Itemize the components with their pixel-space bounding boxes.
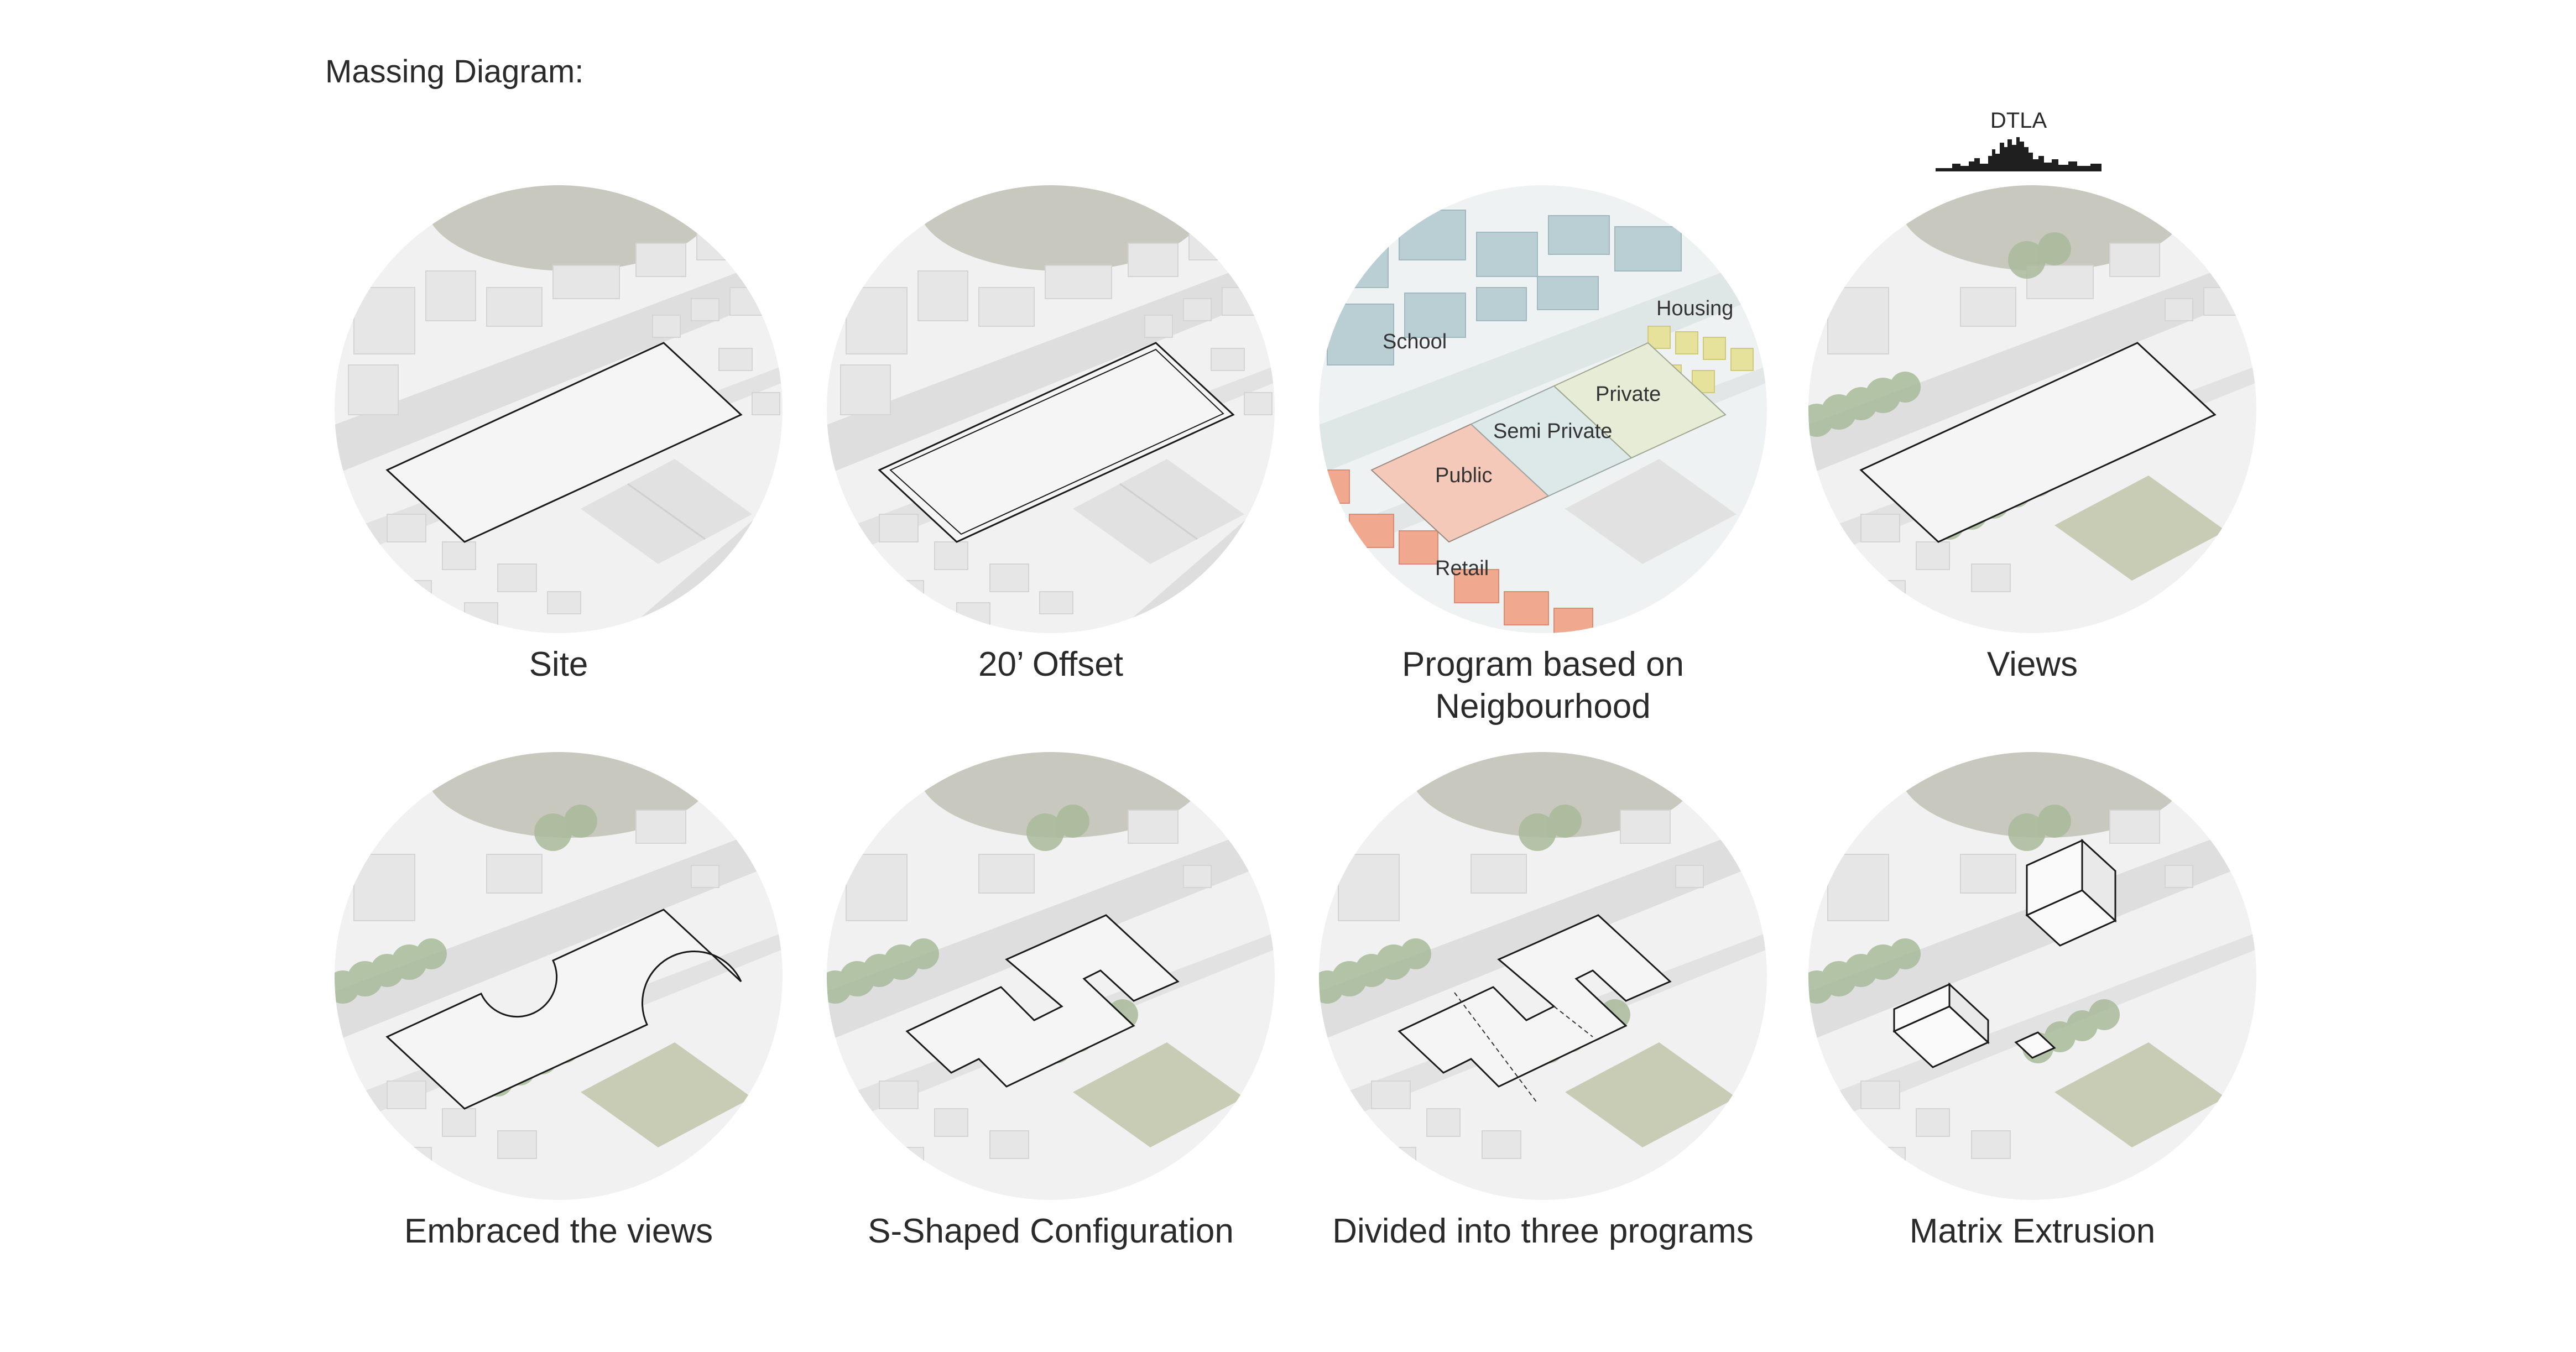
views-diagram (1808, 185, 2256, 633)
s-shaped-panel (824, 749, 1277, 1203)
label-school: School (1383, 330, 1447, 353)
site-diagram (335, 185, 783, 633)
offset-diagram (827, 185, 1275, 633)
caption-divided: Divided into three programs (1332, 1212, 1754, 1250)
offset-panel (824, 182, 1277, 636)
label-housing: Housing (1656, 297, 1733, 320)
views-panel (1806, 182, 2259, 636)
divided-diagram (1319, 752, 1767, 1200)
dtla-label: DTLA (1990, 108, 2047, 133)
embraced-panel (332, 749, 785, 1203)
extrusion-diagram (1808, 752, 2256, 1200)
divided-panel (1316, 749, 1770, 1203)
label-semi-private: Semi Private (1493, 420, 1612, 443)
caption-embraced: Embraced the views (404, 1212, 713, 1250)
embraced-diagram (335, 752, 783, 1200)
s-shaped-diagram (827, 752, 1275, 1200)
caption-views: Views (1986, 645, 2078, 683)
city-skyline-icon (1936, 137, 2102, 171)
caption-site: Site (529, 645, 588, 683)
caption-offset: 20’ Offset (978, 645, 1123, 683)
label-retail: Retail (1435, 557, 1489, 580)
caption-program: Program based on Neigbourhood (1401, 645, 1685, 725)
program-diagram: School Housing Private Semi Private Publ… (1319, 185, 1767, 633)
caption-s-shaped: S-Shaped Configuration (868, 1212, 1234, 1250)
caption-extrusion: Matrix Extrusion (1909, 1212, 2156, 1250)
program-panel: School Housing Private Semi Private Publ… (1316, 182, 1770, 636)
extrusion-panel (1806, 749, 2259, 1203)
page-title: Massing Diagram: (325, 54, 584, 90)
site-panel (332, 182, 785, 636)
label-private: Private (1595, 383, 1661, 406)
label-public: Public (1435, 464, 1493, 487)
